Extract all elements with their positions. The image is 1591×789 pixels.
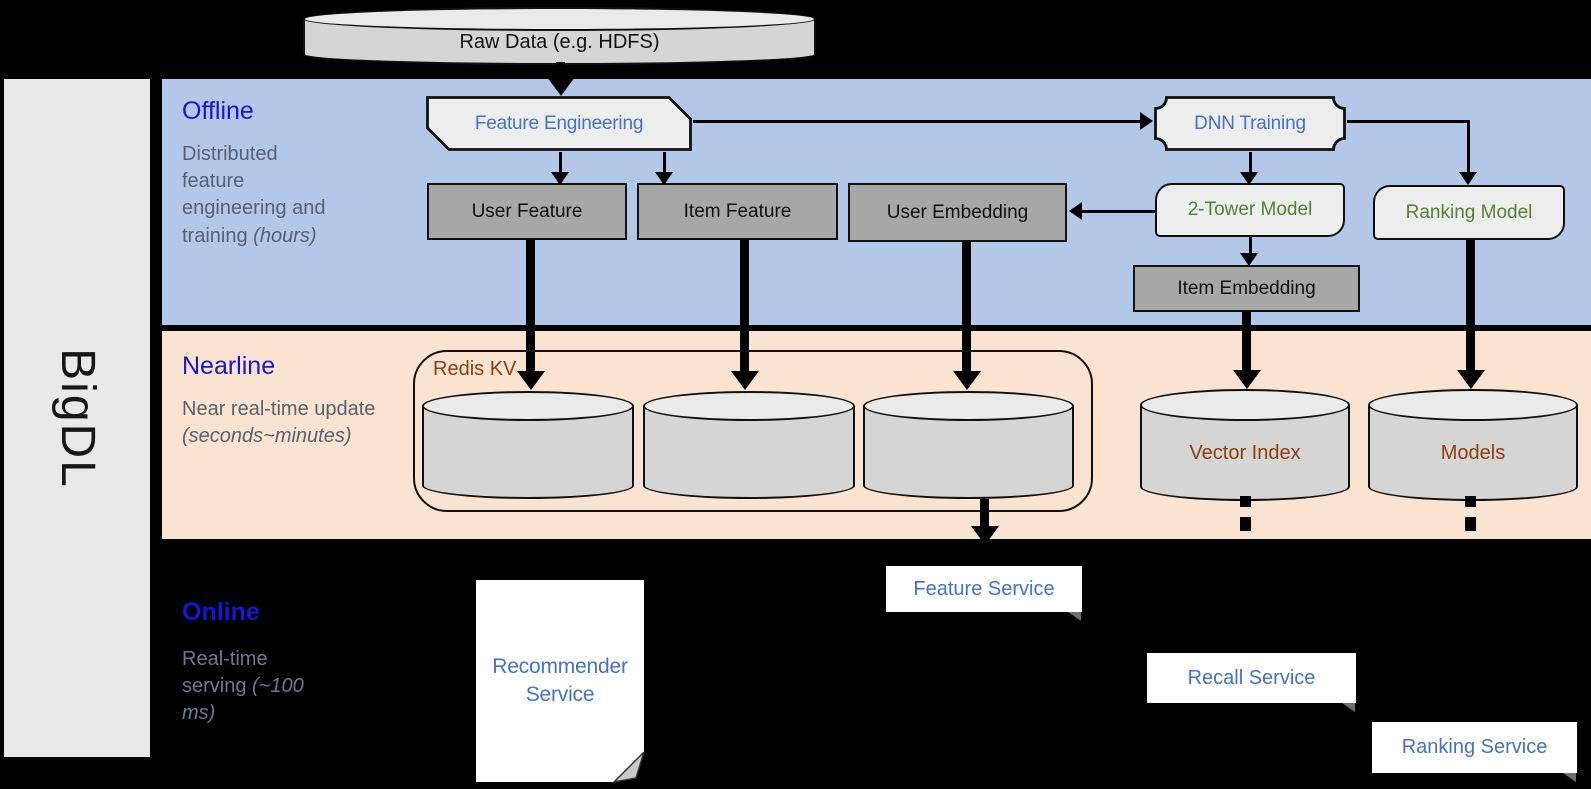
snip-corner-shape — [426, 96, 692, 151]
arrowhead-twotower-to-userembedding — [1069, 202, 1082, 220]
arrow-itemembedding-to-vectorindex-stem — [1242, 312, 1251, 371]
line-fe-to-itemfeature — [663, 152, 666, 174]
bigdl-label: BigDL — [50, 347, 104, 489]
cylinder-body — [643, 406, 855, 499]
user-feature-box: User Feature — [427, 183, 627, 240]
arrow-itemfeature-to-redis-stem — [740, 240, 749, 372]
feature-engineering-node: Feature Engineering — [425, 95, 693, 152]
arrowhead-twotower-to-itemembedding — [1240, 253, 1258, 266]
offline-desc-italic: (hours) — [253, 224, 317, 247]
arrowhead-dnn-to-ranking — [1459, 172, 1477, 185]
two-tower-model-label: 2-Tower Model — [1187, 199, 1313, 220]
arrow-rawdata-to-fe-head — [547, 77, 575, 96]
item-embedding-box: Item Embedding — [1133, 265, 1360, 312]
raw-data-label: Raw Data (e.g. HDFS) — [459, 30, 660, 53]
arrow-userfeature-to-redis-stem — [526, 240, 535, 372]
dashed-arrow-vectorindex-2 — [1240, 517, 1251, 531]
document-shape — [476, 580, 645, 783]
models-label: Models — [1440, 441, 1506, 464]
user-feature-label: User Feature — [471, 200, 583, 222]
recommender-service-label: Recommender Service — [492, 654, 628, 706]
cylinder-body — [422, 406, 634, 499]
redis-kv-container — [413, 350, 1093, 512]
dashed-arrow-models-2 — [1465, 517, 1476, 531]
item-embedding-label: Item Embedding — [1177, 277, 1316, 299]
line-twotower-to-itemembedding — [1249, 237, 1252, 255]
arrow-rankingmodel-to-models-stem — [1466, 240, 1475, 371]
item-feature-label: Item Feature — [683, 200, 792, 222]
nearline-desc-text: Near real-time update — [182, 398, 376, 420]
cylinder-top — [422, 391, 634, 421]
recommender-service-node: Recommender Service — [475, 579, 645, 783]
item-feature-box: Item Feature — [637, 183, 838, 240]
dnn-training-label: DNN Training — [1194, 112, 1306, 134]
cylinder-top — [303, 7, 816, 31]
line-dnn-to-ranking-v — [1467, 120, 1470, 173]
cylinder-top — [1368, 389, 1578, 421]
feature-engineering-label: Feature Engineering — [474, 112, 644, 134]
feature-service-box: Feature Service — [886, 566, 1082, 621]
arrow-redis-to-featureservice-stem — [980, 499, 989, 527]
redis-cylinder-1 — [422, 391, 634, 499]
recall-service-label: Recall Service — [1187, 666, 1316, 689]
feature-service-label: Feature Service — [913, 577, 1055, 600]
arrow-redis-to-featureservice-head — [971, 526, 999, 545]
user-embedding-box: User Embedding — [848, 183, 1067, 242]
ranking-model-label: Ranking Model — [1405, 201, 1533, 223]
arrowhead-dnn-to-twotower — [1240, 172, 1258, 185]
arrow-userembedding-to-redis-stem — [962, 242, 971, 372]
dashed-arrow-models-1 — [1465, 496, 1476, 507]
models-store: Models — [1368, 389, 1578, 501]
user-embedding-label: User Embedding — [886, 201, 1029, 223]
line-twotower-to-userembedding — [1082, 210, 1155, 213]
line-fe-to-dnn — [693, 120, 1141, 123]
arrowhead-fe-to-itemfeature — [655, 172, 673, 185]
two-tower-model-box: 2-Tower Model — [1155, 183, 1345, 237]
online-desc-italic: (~100 ms) — [182, 675, 304, 725]
redis-cylinder-3 — [863, 391, 1074, 499]
arrow-userfeature-to-redis-head — [517, 371, 545, 390]
plaque-shape — [1154, 96, 1346, 151]
online-description: Real-time serving (~100 ms) — [182, 646, 304, 728]
cylinder-top — [1140, 389, 1350, 421]
dnn-training-node: DNN Training — [1153, 95, 1347, 152]
arrow-rankingmodel-to-models-head — [1457, 370, 1485, 389]
online-title: Online — [182, 598, 260, 626]
online-desc-text: Real-time serving — [182, 648, 268, 698]
cylinder-top — [863, 391, 1074, 421]
redis-kv-label: Redis KV — [433, 358, 517, 380]
line-fe-to-userfeature — [559, 152, 562, 174]
offline-description: Distributed feature engineering and trai… — [182, 141, 340, 250]
offline-desc-text: Distributed feature engineering and trai… — [182, 143, 326, 247]
arrowhead-fe-to-userfeature — [551, 172, 569, 185]
arrow-itemfeature-to-redis-head — [731, 371, 759, 390]
vector-index-store: Vector Index — [1140, 389, 1350, 501]
arrowhead-fe-to-dnn — [1140, 112, 1153, 130]
dashed-arrow-vectorindex-1 — [1240, 496, 1251, 507]
ranking-model-box: Ranking Model — [1373, 185, 1565, 240]
vector-index-label: Vector Index — [1189, 441, 1301, 464]
cylinder-body — [863, 406, 1074, 499]
bigdl-sidebar: BigDL — [4, 79, 150, 757]
line-dnn-to-twotower — [1249, 152, 1252, 174]
offline-title: Offline — [182, 97, 254, 125]
cylinder-top — [643, 391, 855, 421]
nearline-description: Near real-time update (seconds~minutes) — [182, 396, 387, 450]
raw-data-store: Raw Data (e.g. HDFS) — [303, 7, 816, 65]
redis-cylinder-2 — [643, 391, 855, 499]
arrow-rawdata-to-fe-stem — [556, 62, 565, 78]
arrow-userembedding-to-redis-head — [953, 371, 981, 390]
ranking-service-box: Ranking Service — [1372, 722, 1577, 782]
ranking-service-label: Ranking Service — [1401, 736, 1548, 758]
arrow-itemembedding-to-vectorindex-head — [1233, 370, 1261, 389]
recall-service-box: Recall Service — [1147, 653, 1356, 712]
line-dnn-to-ranking-h — [1347, 120, 1470, 123]
nearline-title: Nearline — [182, 352, 276, 380]
nearline-desc-italic: (seconds~minutes) — [182, 425, 352, 448]
